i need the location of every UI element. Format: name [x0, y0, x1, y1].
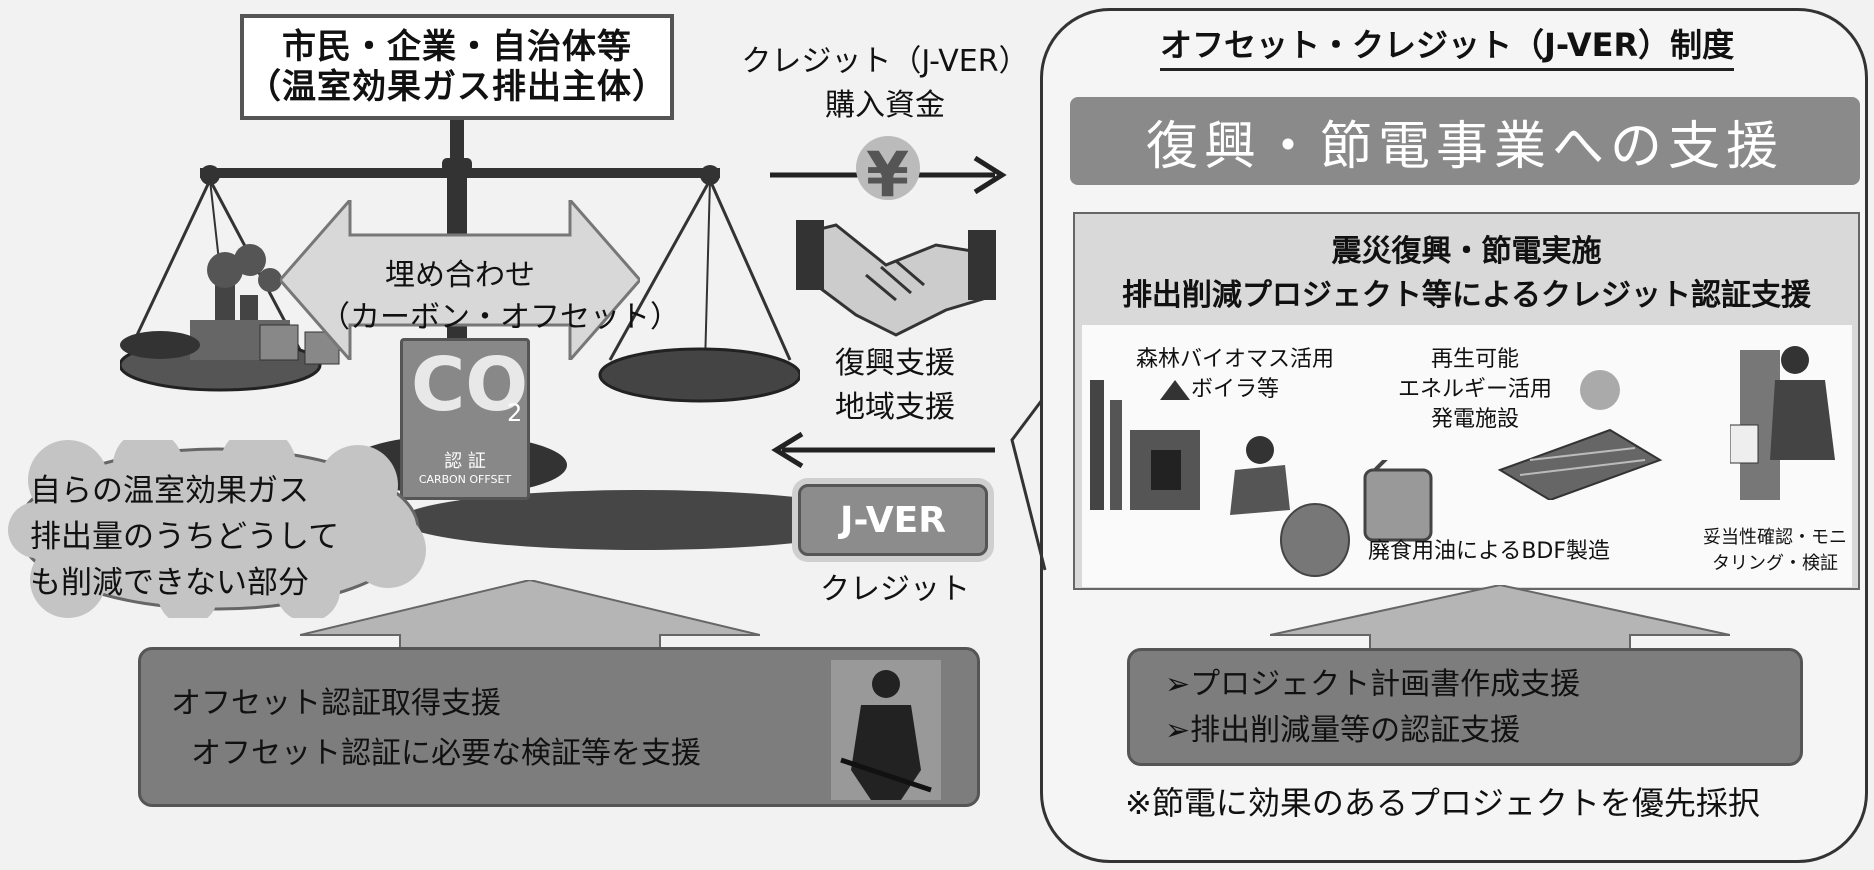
reconstruction-banner: 復興・節電事業への支援 [1070, 97, 1860, 185]
offset-support-panel: オフセット認証取得支援 オフセット認証に必要な検証等を支援 [138, 647, 980, 807]
item-renew-line2: エネルギー活用 [1397, 377, 1552, 402]
item-renew-line1: 再生可能 [1430, 347, 1519, 372]
item-forest-line2: ボイラ等 [1190, 377, 1279, 402]
emitter-title-line2: （温室効果ガス排出主体） [247, 67, 667, 107]
bullet-marker-1: ➢ [1165, 667, 1191, 702]
co2-glyph: CO [411, 342, 529, 428]
factory-icon [1090, 380, 1200, 510]
cloud-icon [8, 440, 426, 618]
boiler-worker-icon [1230, 436, 1290, 515]
co2-certification-icon: CO 2 認 証 CARBON OFFSET [400, 338, 530, 500]
project-support-panel: ➢プロジェクト計画書作成支援 ➢排出削減量等の認証支援 [1127, 648, 1803, 766]
jver-badge: J-VER [798, 484, 988, 556]
frame-pointer [1010, 400, 1047, 571]
credit-support-heading: 震災復興・節電実施 排出削減プロジェクト等によるクレジット認証支援 [1073, 230, 1860, 318]
item-verification: 妥当性確認・モニ タリング・検証 [1695, 525, 1855, 577]
project-support-bullet1: ➢プロジェクト計画書作成支援 [1165, 663, 1580, 707]
reconstruction-banner-text: 復興・節電事業への支援 [1145, 116, 1784, 177]
funds-arrow [770, 136, 1007, 200]
credit-arrow [771, 431, 995, 469]
yen-icon: ¥ [866, 138, 910, 211]
bullet2-text: 排出削減量等の認証支援 [1190, 713, 1521, 748]
item-bdf: 廃食用油によるBDF製造 [1368, 539, 1611, 564]
credit-label: クレジット [820, 572, 970, 607]
businessman-icon [831, 660, 941, 800]
funds-label: クレジット（J-VER） 購入資金 [720, 40, 1050, 128]
jver-badge-label: J-VER [840, 499, 946, 541]
funds-line2: 購入資金 [825, 88, 945, 123]
cloud-line3: も削減できない部分 [30, 565, 309, 601]
item-forest-line1: 森林バイオマス活用 [1135, 347, 1334, 372]
credit-support-head-line1: 震災復興・節電実施 [1331, 234, 1602, 269]
up-arrow-left [300, 580, 760, 650]
item-verify-line1: 妥当性確認・モニ [1703, 527, 1847, 548]
regional-support-label: 復興支援 地域支援 [800, 342, 990, 430]
solar-panel-icon [1497, 370, 1663, 500]
regional-support-line2: 地域支援 [835, 390, 955, 425]
funds-line1: クレジット（J-VER） [741, 44, 1029, 79]
item-renew-line3: 発電施設 [1430, 407, 1519, 432]
offset-label-line1: 埋め合わせ [385, 258, 535, 293]
cloud-text: 自らの温室効果ガス 排出量のうちどうして も削減できない部分 [30, 468, 339, 606]
offset-label-line2: （カーボン・オフセット） [320, 300, 680, 335]
item-verify-line2: タリング・検証 [1712, 553, 1838, 574]
offset-support-line2: オフセット認証に必要な検証等を支援 [191, 736, 701, 771]
inspector-icon [1730, 346, 1835, 500]
bullet-marker-2: ➢ [1165, 713, 1191, 748]
emitter-title-line1: 市民・企業・自治体等 [282, 27, 632, 67]
project-examples-area [1082, 325, 1852, 587]
offset-label: 埋め合わせ （カーボン・オフセット） [320, 255, 680, 339]
co2-subscript: 2 [507, 399, 523, 427]
item-forest-biomass: 森林バイオマス活用 ボイラ等 [1125, 345, 1345, 405]
priority-note: ※節電に効果のあるプロジェクトを優先採択 [1125, 784, 1760, 822]
co2-caption: CARBON OFFSET [418, 473, 512, 486]
cloud-line2: 排出量のうちどうして [30, 519, 340, 555]
item-renewable-energy: 再生可能 エネルギー活用 発電施設 [1355, 345, 1595, 435]
emitter-title-box: 市民・企業・自治体等 （温室効果ガス排出主体） [240, 14, 674, 120]
handshake-icon [796, 220, 996, 337]
co2-cert-label: 認 証 [444, 451, 486, 472]
cloud-line1: 自らの温室効果ガス [30, 473, 309, 509]
offset-support-line1: オフセット認証取得支援 [171, 686, 501, 721]
up-arrow-right [1270, 585, 1730, 650]
bullet1-text: プロジェクト計画書作成支援 [1190, 667, 1581, 702]
jver-system-header: オフセット・クレジット（J-VER）制度 [1160, 20, 1735, 71]
credit-support-head-line2: 排出削減プロジェクト等によるクレジット認証支援 [1121, 278, 1812, 313]
double-arrow-icon [280, 200, 640, 360]
project-support-bullet2: ➢排出削減量等の認証支援 [1165, 709, 1520, 753]
oil-can-icon [1280, 460, 1433, 577]
regional-support-line1: 復興支援 [835, 346, 955, 381]
